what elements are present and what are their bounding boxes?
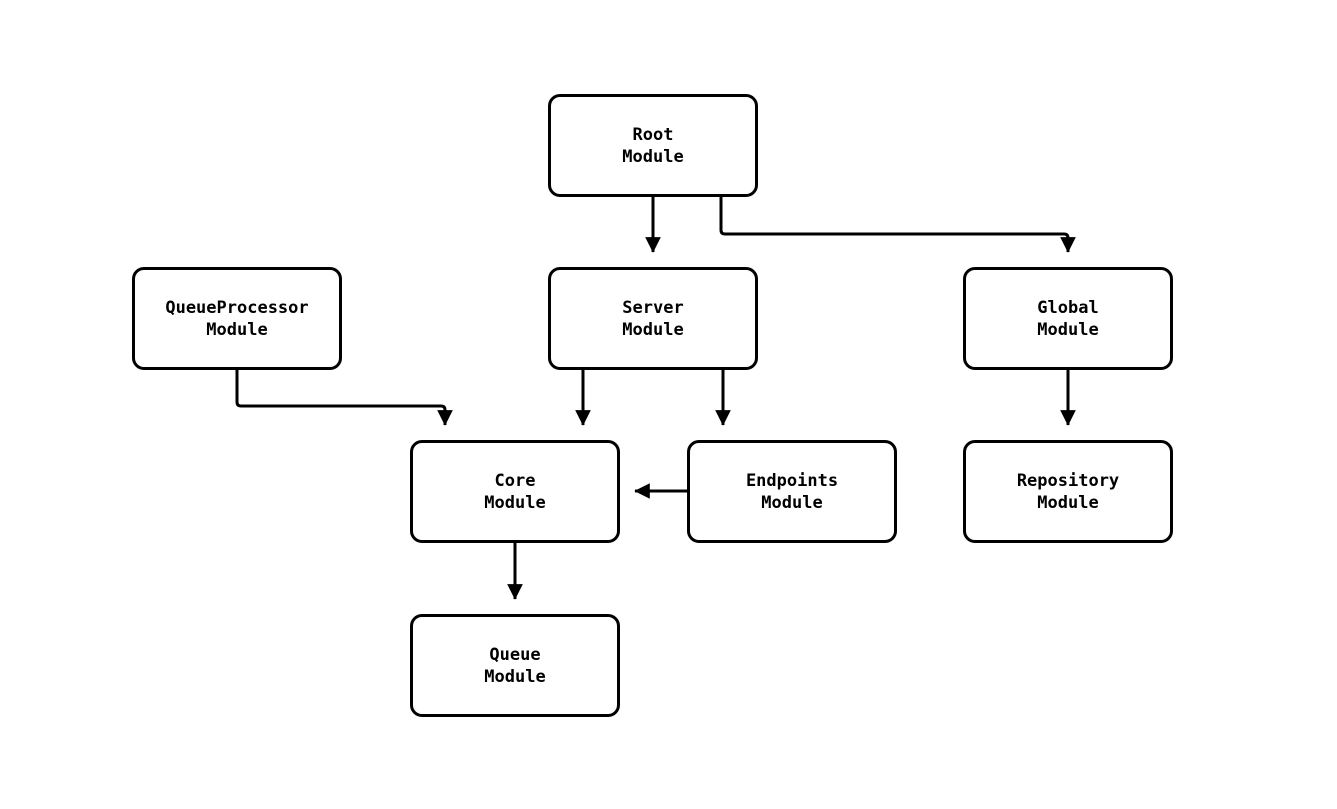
node-repository-module[interactable]: Repository Module bbox=[963, 440, 1173, 543]
node-queue-module-line2: Module bbox=[484, 666, 546, 687]
edge-queueprocessor-to-core bbox=[235, 370, 453, 426]
node-queueprocessor-module-line1: QueueProcessor bbox=[165, 297, 309, 318]
node-endpoints-module-line1: Endpoints bbox=[745, 470, 839, 491]
node-core-module-line1: Core bbox=[494, 470, 536, 491]
node-queueprocessor-module-line2: Module bbox=[206, 319, 268, 340]
node-server-module-line2: Module bbox=[622, 319, 684, 340]
node-global-module-line2: Module bbox=[1037, 319, 1099, 340]
node-core-module-line2: Module bbox=[484, 492, 546, 513]
node-root-module-line1: Root bbox=[632, 124, 674, 145]
edge-root-to-global bbox=[719, 197, 1076, 253]
node-endpoints-module-line2: Module bbox=[761, 492, 823, 513]
node-endpoints-module[interactable]: Endpoints Module bbox=[687, 440, 897, 543]
node-global-module-line1: Global bbox=[1037, 297, 1099, 318]
node-queue-module-line1: Queue bbox=[489, 644, 541, 665]
node-server-module-line1: Server bbox=[622, 297, 684, 318]
node-root-module-line2: Module bbox=[622, 146, 684, 167]
node-queue-module[interactable]: Queue Module bbox=[410, 614, 620, 717]
node-global-module[interactable]: Global Module bbox=[963, 267, 1173, 370]
node-repository-module-line1: Repository bbox=[1016, 470, 1120, 491]
node-repository-module-line2: Module bbox=[1037, 492, 1099, 513]
node-queueprocessor-module[interactable]: QueueProcessor Module bbox=[132, 267, 342, 370]
node-root-module[interactable]: Root Module bbox=[548, 94, 758, 197]
node-core-module[interactable]: Core Module bbox=[410, 440, 620, 543]
node-server-module[interactable]: Server Module bbox=[548, 267, 758, 370]
